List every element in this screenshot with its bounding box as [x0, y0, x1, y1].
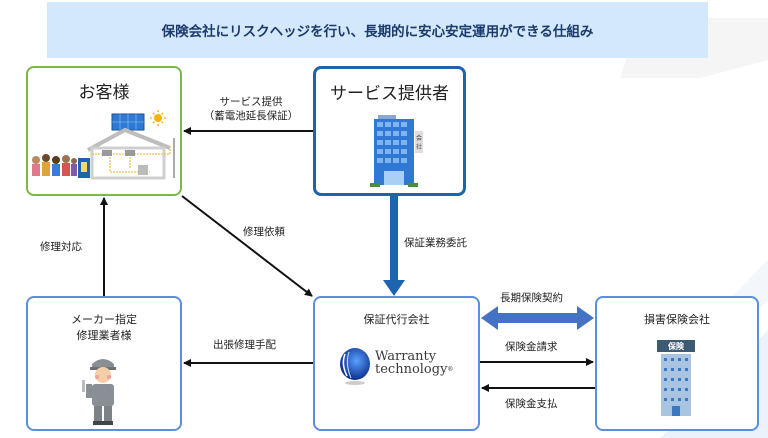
repair-worker-icon — [82, 359, 116, 425]
label-service-line2: （蓄電池延長保証） — [203, 110, 299, 122]
insurance-sign: 保険 — [667, 341, 685, 351]
logo-text: Warranty technology® — [375, 350, 453, 376]
repair-title: メーカー指定 修理業者様 — [28, 312, 180, 344]
label-warranty-outsourcing: 保証業務委託 — [404, 237, 467, 249]
provider-title: サービス提供者 — [330, 84, 449, 104]
logo-text-line2-main: technology — [375, 362, 448, 377]
insurer-title: 損害保険会社 — [644, 313, 710, 326]
arrow-repair-request — [181, 195, 313, 297]
node-customer: お客様 — [26, 66, 182, 196]
node-warranty-agency: 保証代行会社 Warranty technology® — [313, 296, 480, 431]
building-sign-bottom: 社 — [416, 143, 422, 151]
logo-text-line1: Warranty — [375, 349, 437, 364]
node-service-provider: サービス提供者 会 社 — [313, 66, 466, 196]
warranty-technology-logo: Warranty technology® — [337, 346, 467, 396]
title-banner: 保険会社にリスクヘッジを行い、長期的に安心安定運用ができる仕組み — [47, 2, 708, 58]
label-claim: 保険金請求 — [505, 341, 558, 353]
logo-text-line2: technology® — [375, 363, 453, 376]
label-repair-response: 修理対応 — [40, 241, 82, 253]
globe-logo-icon — [340, 348, 370, 385]
node-repair-contractor: メーカー指定 修理業者様 — [26, 296, 182, 431]
agency-title: 保証代行会社 — [363, 313, 430, 326]
label-repair-request: 修理依頼 — [243, 226, 285, 238]
label-long-term-contract: 長期保険契約 — [500, 292, 563, 304]
building-sign-top: 会 — [416, 134, 422, 142]
insurance-building-icon: 保険 — [657, 340, 695, 416]
repair-title-line1: メーカー指定 — [71, 313, 137, 326]
arrow-warranty-outsourcing — [383, 196, 405, 296]
repair-title-line2: 修理業者様 — [76, 329, 132, 342]
label-onsite-repair: 出張修理手配 — [213, 339, 276, 351]
house-solar-family-icon — [32, 110, 175, 180]
office-building-icon: 会 社 — [370, 115, 423, 187]
diagram-title: 保険会社にリスクヘッジを行い、長期的に安心安定運用ができる仕組み — [161, 24, 594, 40]
customer-title: お客様 — [78, 83, 130, 103]
registered-mark: ® — [447, 366, 454, 373]
label-payment: 保険金支払 — [505, 398, 558, 410]
arrow-long-term-contract — [481, 306, 594, 330]
label-service-line1: サービス提供 — [219, 96, 283, 108]
node-insurance-company: 損害保険会社 保険 — [595, 296, 759, 431]
label-service: サービス提供 （蓄電池延長保証） — [196, 95, 306, 123]
